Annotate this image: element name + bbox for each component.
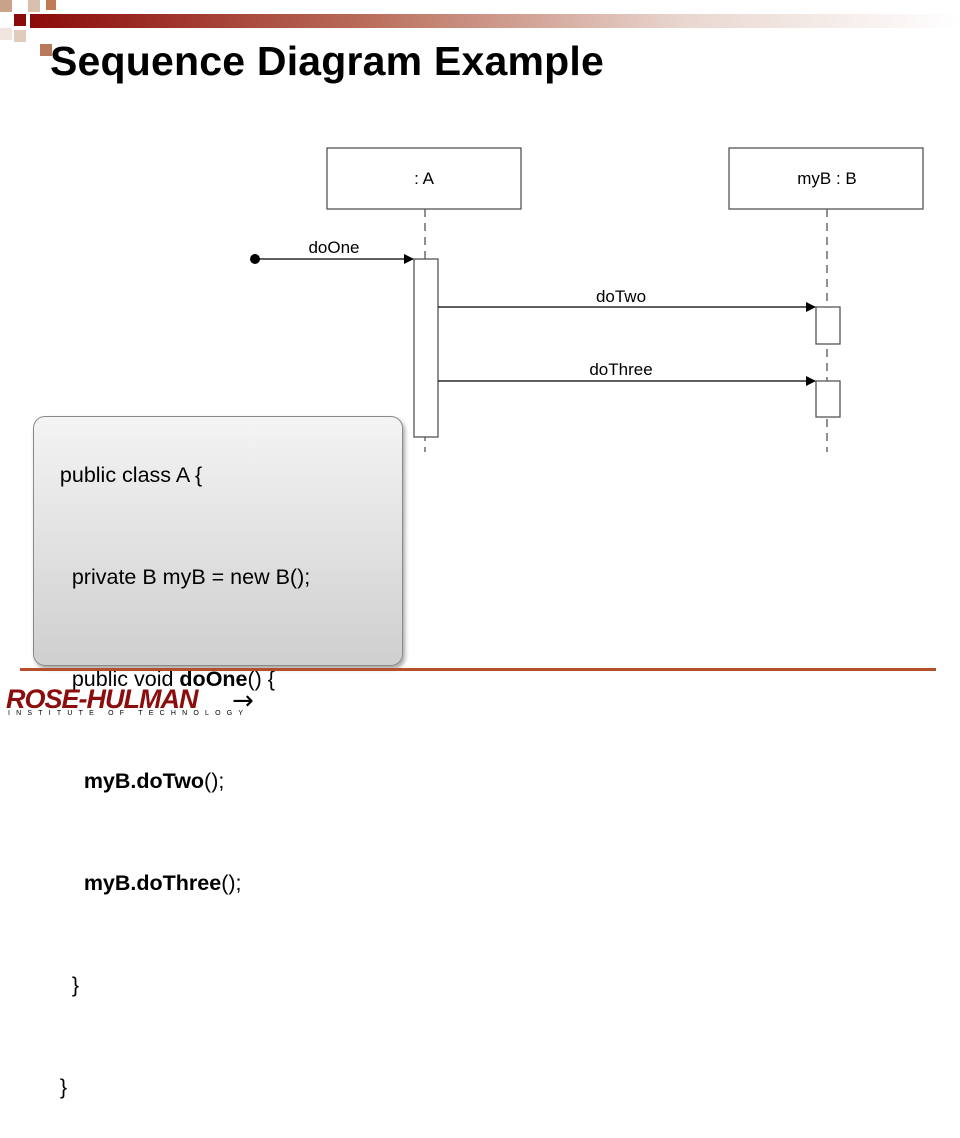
activation-a (413, 258, 439, 438)
code-line: myB.doTwo(); (36, 730, 310, 832)
code-segment (60, 769, 84, 793)
logo-subtitle: INSTITUTE OF TECHNOLOGY (8, 710, 250, 717)
code-line: public class A { (36, 424, 310, 526)
code-segment: } (59, 973, 80, 997)
code-method-name: doOne (179, 667, 248, 691)
code-line: myB.doThree(); (36, 832, 310, 934)
message-dothree-label: doThree (589, 360, 652, 379)
footer-rule (20, 668, 936, 671)
sequence-diagram: : A myB : B doOne doTwo doThree (250, 147, 924, 452)
code-segment: () { (247, 667, 275, 691)
message-dotwo-label: doTwo (596, 287, 646, 306)
rose-hulman-logo: ROSE-HULMAN INSTITUTE OF TECHNOLOGY (6, 684, 243, 720)
code-segment: (); (221, 871, 242, 895)
header-bar (30, 14, 960, 28)
lifeline-b-label: myB : B (797, 169, 857, 188)
activation-b-dotwo (815, 306, 841, 345)
code-line: } (36, 1036, 310, 1138)
code-segment: } (59, 1075, 68, 1099)
code-segment: (); (204, 769, 225, 793)
code-segment: public void (59, 667, 180, 691)
code-callout-box (33, 416, 403, 666)
code-line: public void doOne() { (36, 628, 310, 730)
lifeline-a-label: : A (414, 169, 435, 188)
code-block: public class A { private B myB = new B()… (36, 424, 310, 1138)
lifeline-a-box (326, 147, 522, 210)
code-line: } (36, 934, 310, 1036)
code-segment: public class A { (59, 463, 203, 487)
activation-b-dothree (815, 380, 841, 418)
message-doone-label: doOne (308, 238, 359, 257)
code-segment: private B myB = new B(); (59, 565, 311, 589)
code-method-call: myB.doTwo (83, 769, 205, 793)
code-segment (60, 871, 84, 895)
slide-title: Sequence Diagram Example (50, 38, 604, 84)
code-method-call: myB.doThree (83, 871, 222, 895)
code-line: private B myB = new B(); (36, 526, 310, 628)
lifeline-b-box (728, 147, 924, 210)
logo-wordmark: ROSE-HULMAN (6, 684, 198, 714)
next-arrow-icon[interactable]: → (232, 686, 254, 716)
